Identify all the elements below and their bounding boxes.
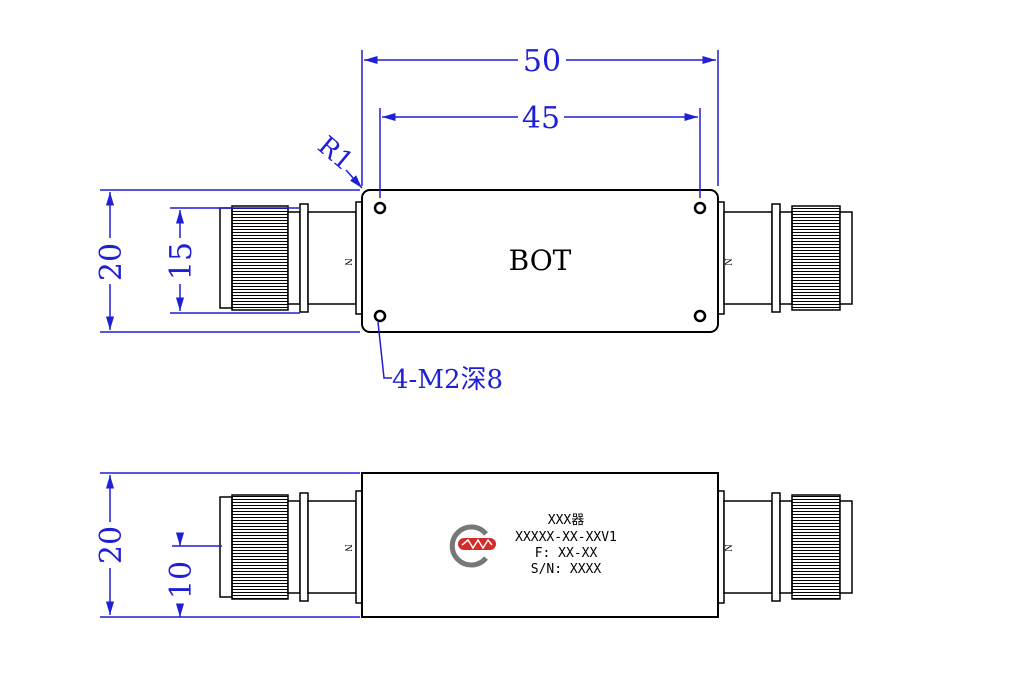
dimension-lines-top: [100, 50, 719, 379]
left-connector-bottom: [219, 490, 365, 604]
connector-label-left-bottom: N: [342, 544, 353, 551]
top-view: N N BOT: [219, 189, 853, 333]
dimension-lines-bottom: [100, 472, 360, 618]
top-center-label: BOT: [509, 244, 572, 277]
connector-label-right-bottom: N: [724, 544, 735, 551]
dim-height-15: 15: [164, 242, 199, 280]
top-body: [361, 189, 719, 333]
left-connector-top: [219, 201, 365, 315]
mounting-holes: [373, 201, 707, 323]
dim-radius-r1: R1: [312, 131, 359, 177]
company-logo: [449, 524, 496, 568]
dim-width-45: 45: [522, 101, 560, 136]
dim-height-10: 10: [164, 561, 199, 599]
label-line-3: F: XX-XX: [535, 546, 598, 561]
bottom-view: N N XXX器 XXXXX-XX-XXV1 F: XX-XX S/N: XXX…: [219, 472, 853, 618]
dim-holes-note: 4-M2深8: [392, 365, 503, 395]
connector-label-left-top: N: [342, 258, 353, 265]
dim-height-20-top: 20: [94, 243, 129, 281]
right-connector-bottom: [715, 490, 853, 604]
right-connector-top: [715, 201, 853, 315]
label-line-4: S/N: XXXX: [531, 562, 602, 577]
label-line-1: XXX器: [548, 513, 584, 528]
label-line-2: XXXXX-XX-XXV1: [515, 530, 617, 545]
dim-width-50: 50: [523, 44, 561, 79]
dim-height-20-bottom: 20: [94, 526, 129, 564]
bottom-body: [361, 472, 719, 618]
connector-label-right-top: N: [724, 258, 735, 265]
